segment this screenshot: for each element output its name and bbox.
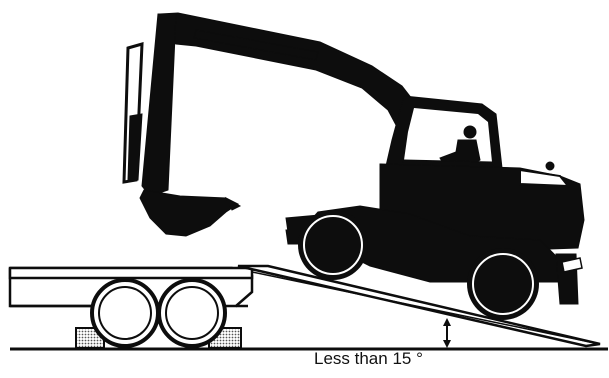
angle-indicator-arrow bbox=[443, 318, 451, 348]
excavator-stick bbox=[142, 14, 176, 196]
angle-caption: Less than 15 ° bbox=[314, 349, 423, 369]
excavator-rear-wheel bbox=[467, 248, 539, 320]
trailer-wheels bbox=[92, 280, 225, 346]
excavator-front-wheel bbox=[298, 210, 368, 280]
trailer-wheel-rear bbox=[159, 280, 225, 346]
trailer-wheel-front bbox=[92, 280, 158, 346]
excavator-bucket bbox=[140, 190, 238, 236]
